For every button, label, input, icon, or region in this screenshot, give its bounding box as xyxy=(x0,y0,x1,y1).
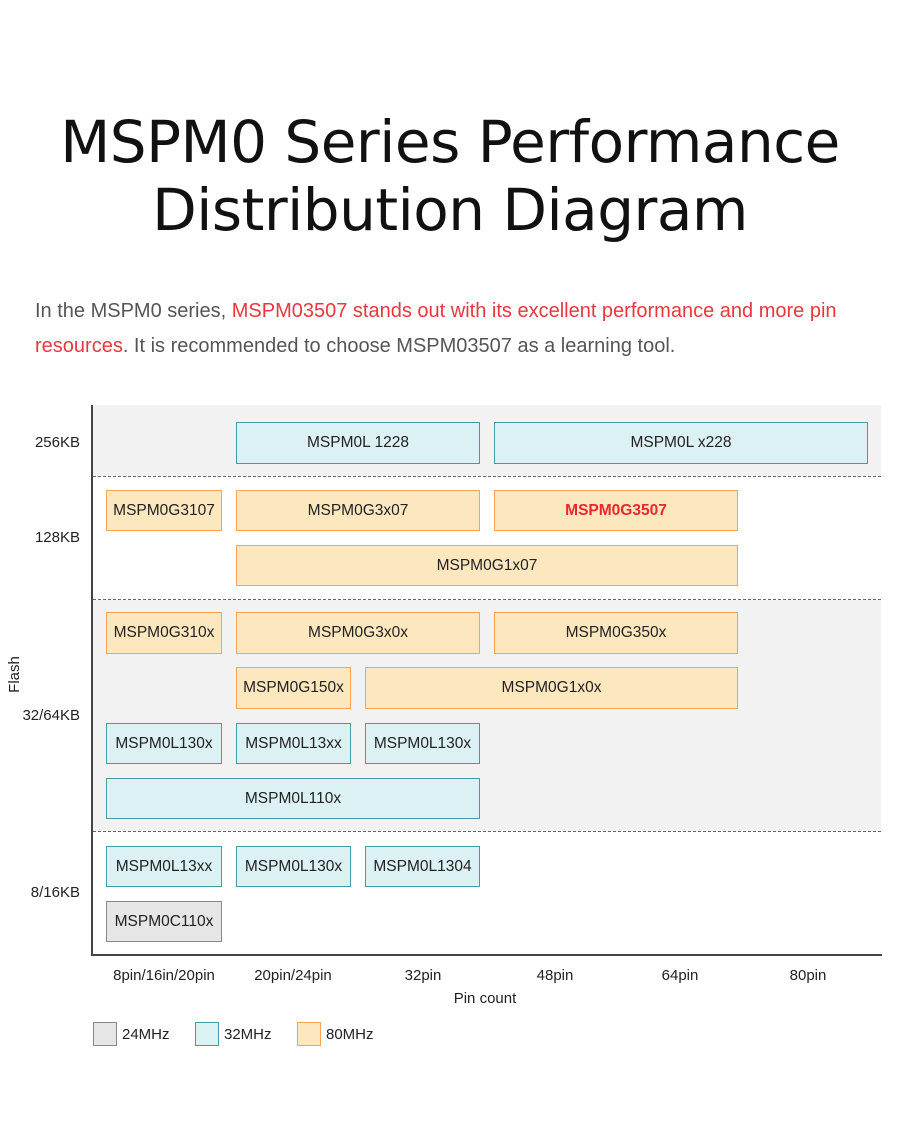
chip-box: MSPM0G3x0x xyxy=(236,612,480,654)
page-title: MSPM0 Series Performance Distribution Di… xyxy=(0,108,900,244)
x-label: 80pin xyxy=(789,967,827,984)
legend-item-80mhz: 80MHz xyxy=(297,1022,374,1046)
chip-box: MSPM0L130x xyxy=(236,846,351,887)
title-line-2: Distribution Diagram xyxy=(152,176,748,244)
chip-box: MSPM0G1x0x xyxy=(365,667,738,709)
x-label: 64pin xyxy=(661,967,699,984)
chip-box: MSPM0L110x xyxy=(106,778,480,819)
divider xyxy=(93,476,881,477)
x-label: 48pin xyxy=(536,967,574,984)
intro-paragraph: In the MSPM0 series, MSPM03507 stands ou… xyxy=(35,294,875,364)
chip-box: MSPM0G1x07 xyxy=(236,545,738,586)
chip-box: MSPM0L x228 xyxy=(494,422,868,464)
divider xyxy=(93,831,881,832)
legend-swatch xyxy=(93,1022,117,1046)
y-label-32-64kb: 32/64KB xyxy=(22,707,80,724)
chip-box: MSPM0L1304 xyxy=(365,846,480,887)
x-axis xyxy=(91,954,882,956)
y-label-256kb: 256KB xyxy=(34,434,80,451)
chip-box: MSPM0G350x xyxy=(494,612,738,654)
chip-box: MSPM0L130x xyxy=(106,723,222,764)
x-label: 32pin xyxy=(404,967,442,984)
chip-box: MSPM0L13xx xyxy=(106,846,222,887)
x-label: 8pin/16in/20pin xyxy=(113,967,215,984)
title-line-1: MSPM0 Series Performance xyxy=(60,108,840,176)
intro-text: In the MSPM0 series, xyxy=(35,300,232,322)
legend-swatch xyxy=(297,1022,321,1046)
x-axis-title: Pin count xyxy=(453,990,517,1007)
chip-box: MSPM0G3107 xyxy=(106,490,222,531)
legend-item-32mhz: 32MHz xyxy=(195,1022,272,1046)
chip-box: MSPM0C110x xyxy=(106,901,222,942)
legend-label: 32MHz xyxy=(224,1025,272,1043)
x-label: 20pin/24pin xyxy=(254,967,332,984)
legend-label: 80MHz xyxy=(326,1025,374,1043)
y-label-8-16kb: 8/16KB xyxy=(30,884,80,901)
legend-item-24mhz: 24MHz xyxy=(93,1022,170,1046)
chip-box-highlighted: MSPM0G3507 xyxy=(494,490,738,531)
y-label-128kb: 128KB xyxy=(34,529,80,546)
legend-label: 24MHz xyxy=(122,1025,170,1043)
intro-highlight: MSPM03507 stands out with its excellent … xyxy=(35,300,837,357)
legend-swatch xyxy=(195,1022,219,1046)
intro-text-end: . It is recommended to choose MSPM03507 … xyxy=(122,335,676,357)
chip-box: MSPM0G3x07 xyxy=(236,490,480,531)
chip-box: MSPM0L130x xyxy=(365,723,480,764)
chip-box: MSPM0L 1228 xyxy=(236,422,480,464)
y-axis-title: Flash xyxy=(5,656,23,693)
chip-box: MSPM0L13xx xyxy=(236,723,351,764)
chip-box: MSPM0G310x xyxy=(106,612,222,654)
divider xyxy=(93,599,881,600)
chip-box: MSPM0G150x xyxy=(236,667,351,709)
y-axis xyxy=(91,405,93,956)
